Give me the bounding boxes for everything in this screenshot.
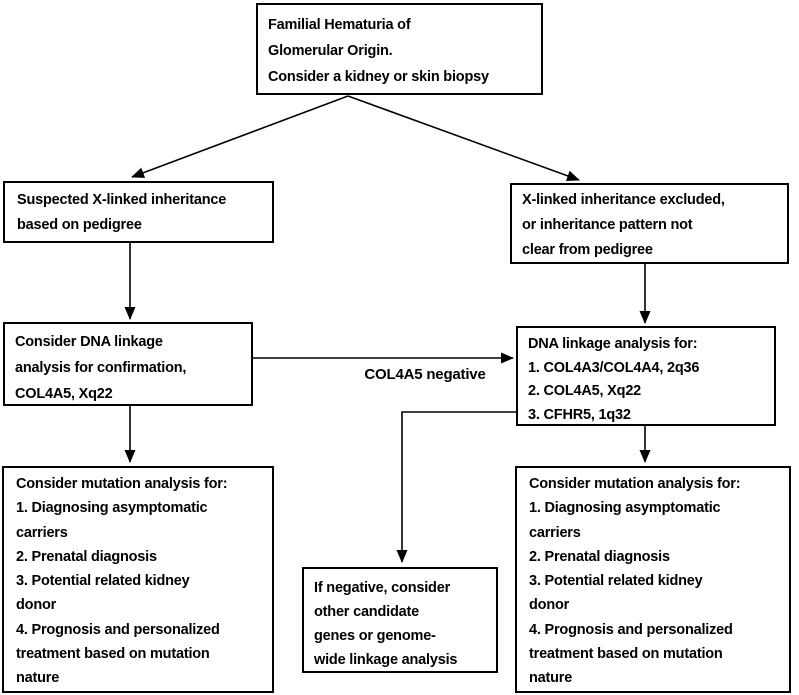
node-familial-hematuria: Familial Hematuria of Glomerular Origin.…	[256, 3, 543, 95]
arrow-linkage-analysis-to-if-negative	[396, 411, 516, 563]
arrow-root-to-excluded	[347, 95, 580, 182]
node-mutation-analysis-left: Consider mutation analysis for: 1. Diagn…	[2, 466, 274, 693]
node-if-negative-candidate-genes: If negative, consider other candidate ge…	[302, 567, 498, 673]
node-mutation-analysis-right: Consider mutation analysis for: 1. Diagn…	[515, 466, 791, 693]
edge-label-col4a5-negative: COL4A5 negative	[364, 366, 486, 383]
node-dna-linkage-analysis: DNA linkage analysis for: 1. COL4A3/COL4…	[516, 326, 776, 426]
node-suspected-x-linked: Suspected X-linked inheritance based on …	[3, 181, 274, 243]
node-dna-linkage-confirmation: Consider DNA linkage analysis for confir…	[3, 322, 253, 406]
arrow-root-to-suspected	[131, 95, 349, 178]
node-x-linked-excluded: X-linked inheritance excluded, or inheri…	[510, 183, 789, 264]
